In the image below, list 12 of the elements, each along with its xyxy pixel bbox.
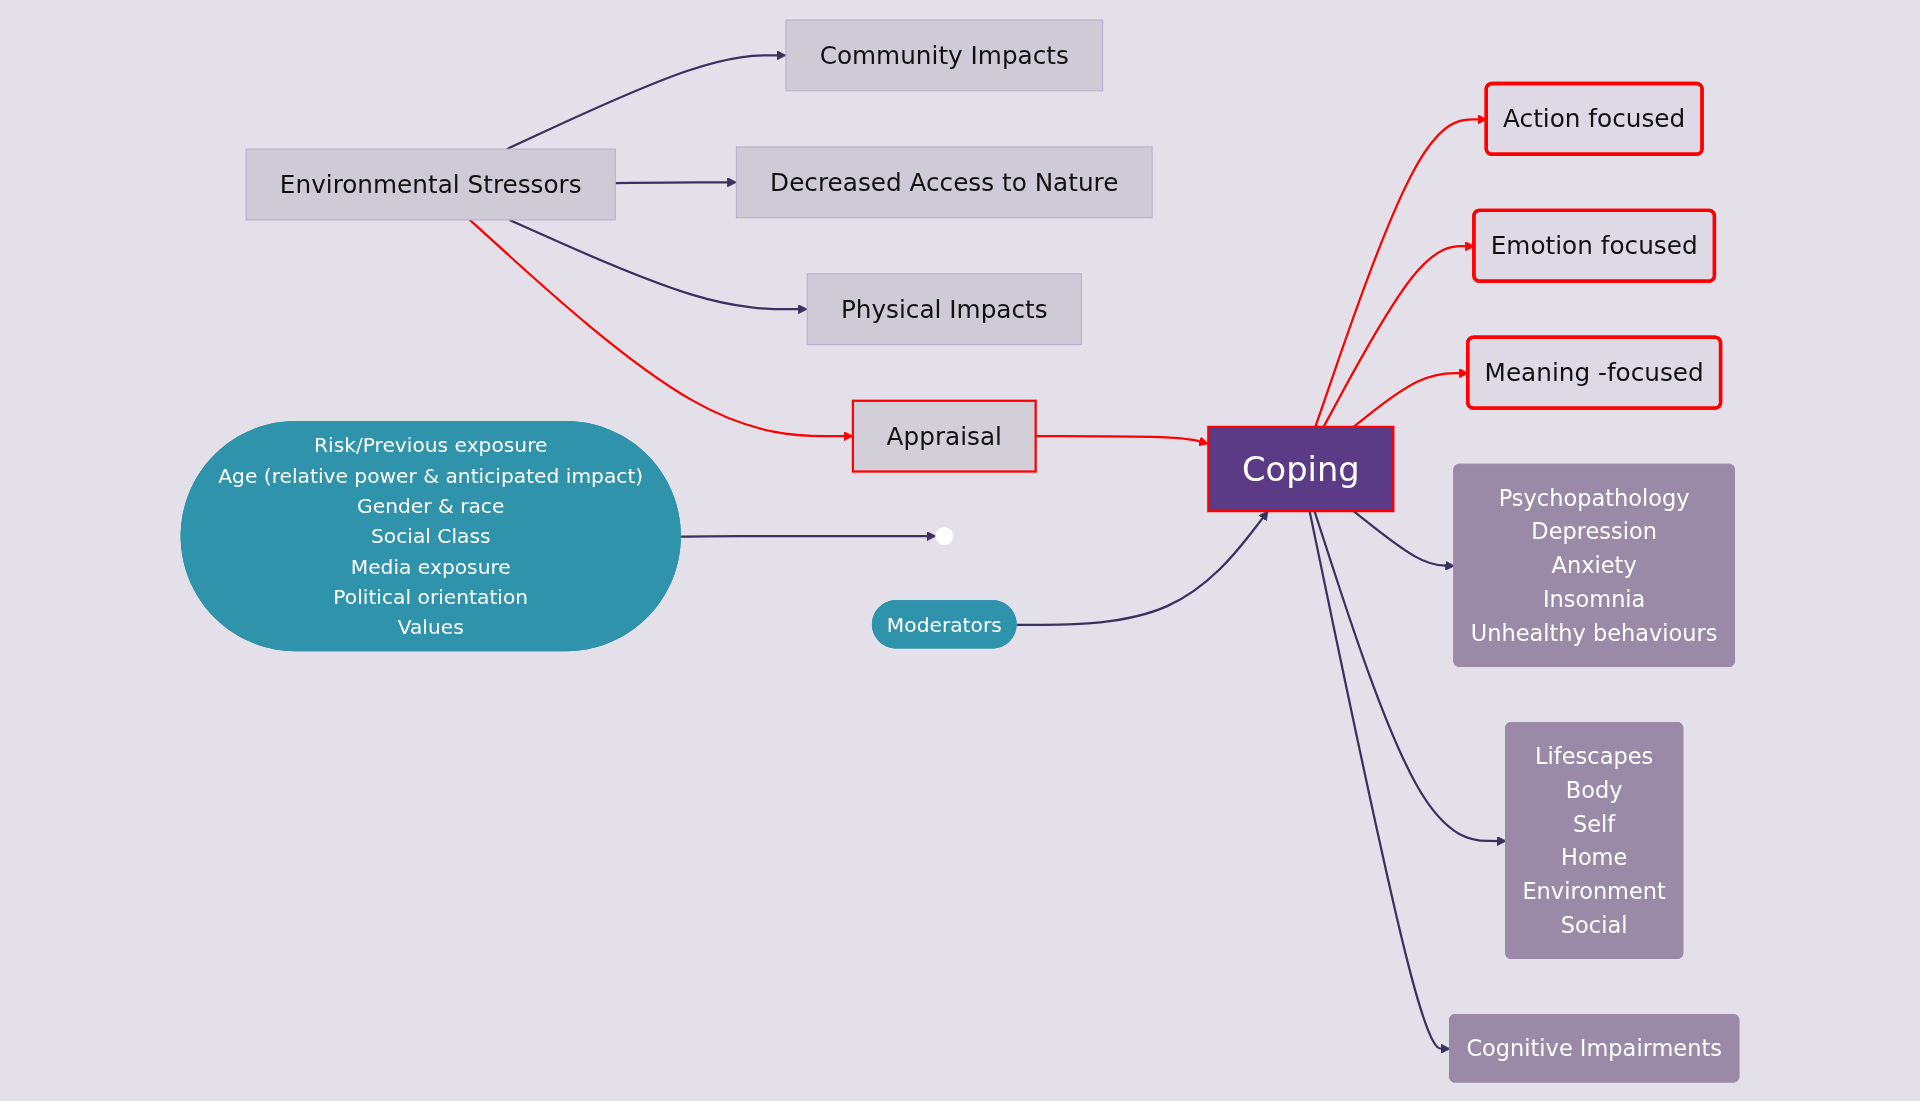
arrow bbox=[615, 176, 737, 187]
arrow bbox=[680, 530, 937, 541]
node-circle bbox=[935, 526, 954, 545]
node-box: Community Impacts bbox=[785, 18, 1104, 91]
arrow bbox=[1035, 434, 1209, 446]
node-box: Coping bbox=[1207, 425, 1395, 512]
arrow bbox=[509, 218, 808, 314]
arrow bbox=[1016, 510, 1269, 626]
node-box: Physical Impacts bbox=[806, 272, 1082, 345]
node-box: Decreased Access to Nature bbox=[735, 145, 1153, 218]
node-box: Environmental Stressors bbox=[245, 148, 616, 220]
node-box: Appraisal bbox=[851, 399, 1037, 473]
